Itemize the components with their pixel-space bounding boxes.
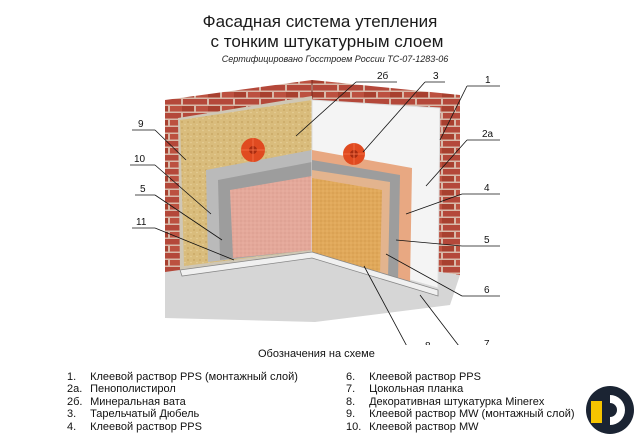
callout-label: 4	[484, 183, 490, 194]
callout-label: 8	[425, 341, 431, 345]
callout-label: 2а	[482, 129, 494, 140]
layer-11-plaster-left	[230, 176, 312, 258]
layer-7-plinth-strip	[179, 251, 439, 297]
title-line-1: Фасадная система утепления	[202, 12, 438, 31]
callout-label: 6	[484, 285, 490, 296]
callout-label: 9	[138, 119, 144, 130]
legend-item: 1. Клеевой раствор PPS (монтажный слой)	[67, 371, 298, 383]
legend-caption: Обозначения на схеме	[258, 348, 375, 360]
layer-8-plaster-right	[312, 178, 382, 276]
certification-note: Сертифицировано Госстроем России ТС-07-1…	[221, 54, 449, 64]
callout-label: 3	[433, 71, 439, 82]
callout-label: 2б	[377, 70, 389, 82]
legend-item: 9. Клеевой раствор MW (монтажный слой)	[346, 408, 575, 421]
dowel-icon	[241, 138, 265, 162]
callout-label: 10	[134, 154, 146, 165]
callout-label: 11	[136, 217, 147, 228]
callout-label: 7	[484, 339, 490, 345]
callout-label: 1	[485, 75, 491, 86]
legend-item: 6. Клеевой раствор PPS	[346, 371, 481, 383]
legend-item: 10. Клеевой раствор MW	[346, 420, 479, 433]
legend-right: 6. Клеевой раствор PPS 7. Цокольная план…	[346, 371, 575, 433]
legend-item: 2б. Минеральная вата	[67, 395, 186, 408]
callout-label: 5	[140, 184, 146, 195]
legend-item: 2а. Пенополистирол	[67, 383, 176, 396]
logo-icon	[586, 386, 634, 434]
legend-item: 3. Тарельчатый Дюбель	[67, 408, 200, 421]
callout-labels: 1 2а 2б 3 4 5 5 6 7 8 9 10 11	[134, 70, 494, 345]
dowel-icon	[343, 143, 365, 165]
facade-diagram: 1 2а 2б 3 4 5 5 6 7 8 9 10 11	[130, 70, 500, 345]
legend-item: 7. Цокольная планка	[346, 383, 464, 396]
diagram-title: Фасадная система утепления с тонким штук…	[0, 12, 640, 52]
legend-item: 4. Клеевой раствор PPS	[67, 420, 202, 433]
callout-label: 5	[484, 235, 490, 246]
leader-lines	[130, 81, 500, 345]
legend-item: 8. Декоративная штукатурка Minerex	[346, 395, 545, 408]
legend-left: 1. Клеевой раствор PPS (монтажный слой) …	[67, 371, 298, 433]
title-line-2: с тонким штукатурным слоем	[210, 32, 444, 51]
